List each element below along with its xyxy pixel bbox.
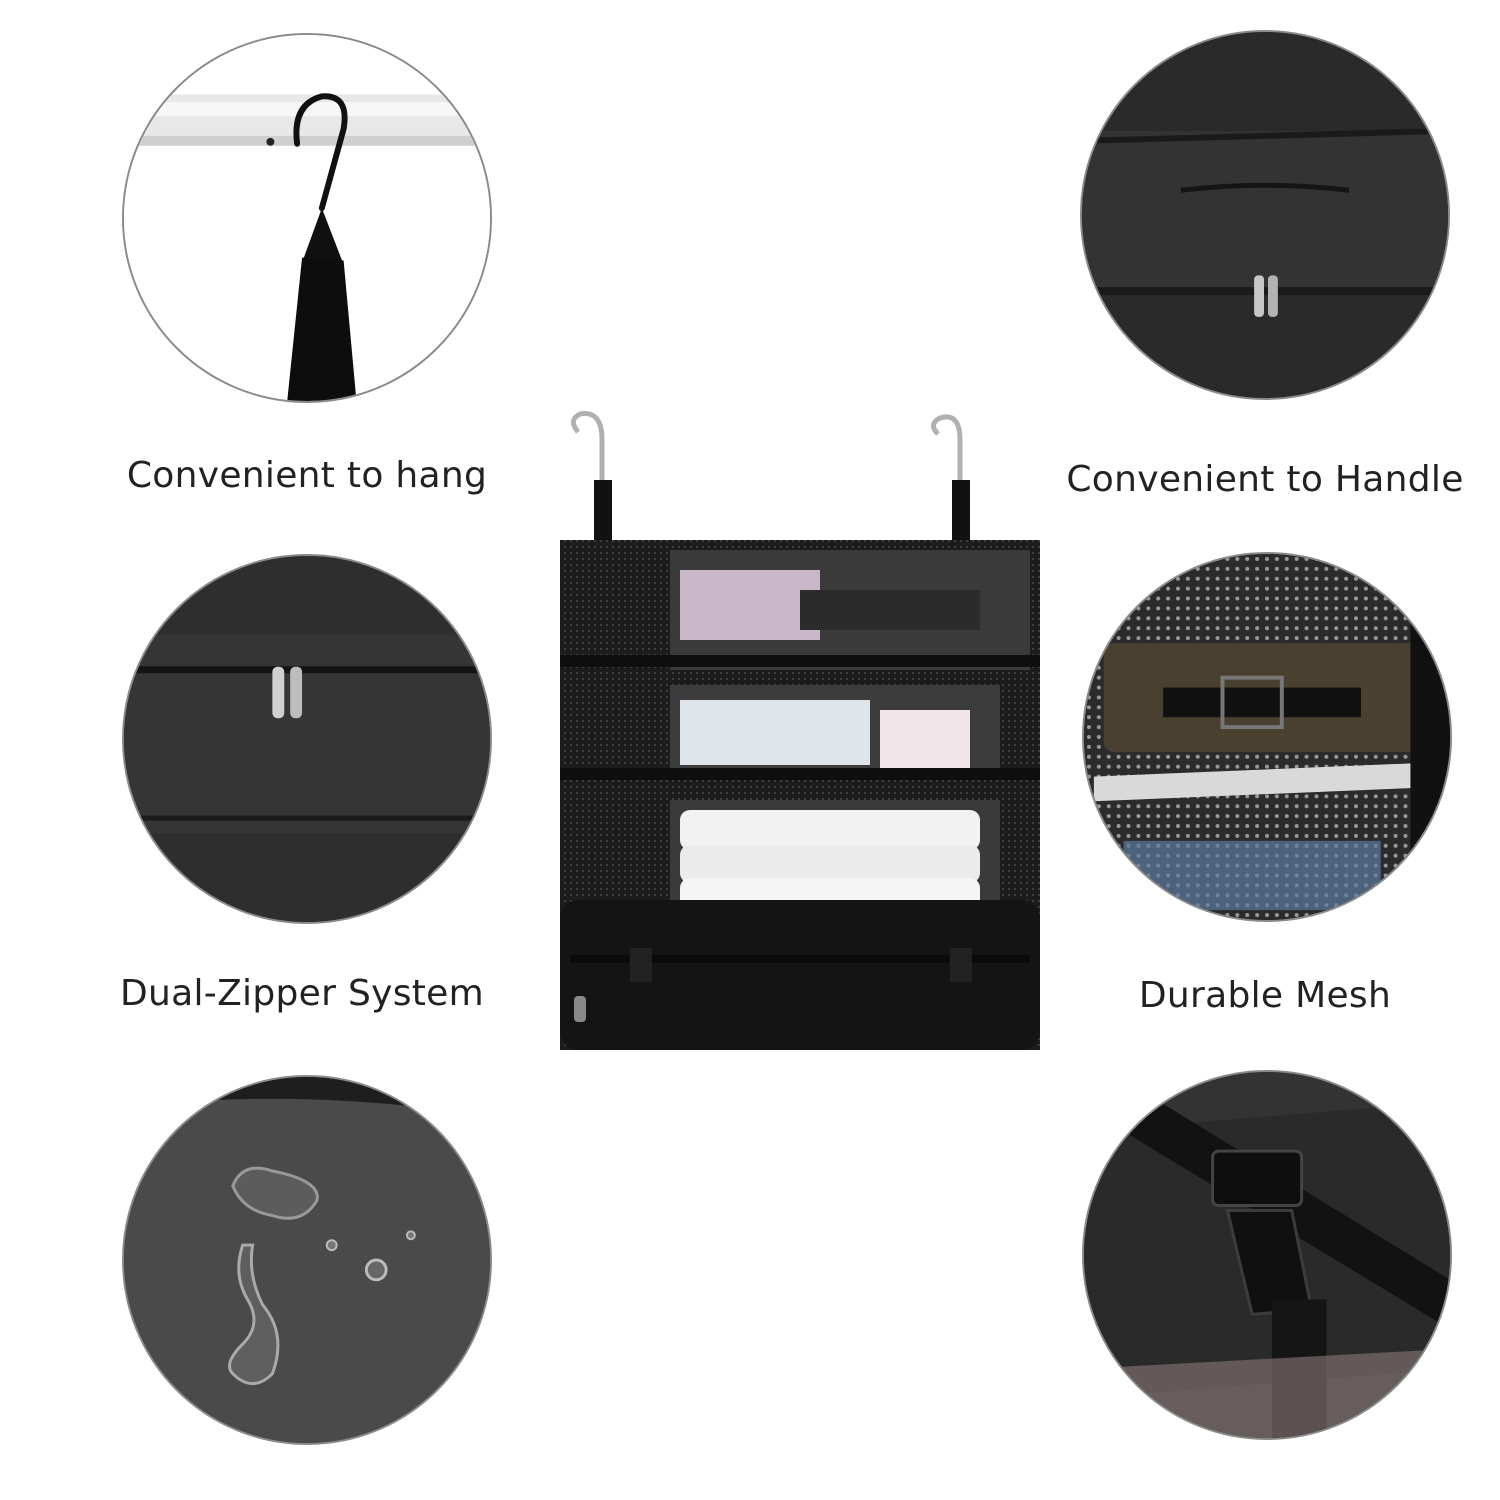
zipper-icon — [272, 666, 303, 719]
hook-icon — [124, 35, 490, 401]
feature-image-mesh — [1082, 552, 1452, 922]
feature-image-hang — [122, 33, 492, 403]
water-drop-icon — [124, 1077, 490, 1443]
mesh-icon — [1084, 554, 1450, 920]
zipper-icon — [1254, 275, 1278, 317]
feature-image-waterproof — [122, 1075, 492, 1445]
dual-zipper-icon — [124, 556, 490, 922]
handle-icon — [1082, 32, 1448, 398]
feature-label-handle: Convenient to Handle — [1066, 459, 1464, 500]
feature-label-mesh: Durable Mesh — [1138, 975, 1392, 1016]
feature-label-zipper: Dual-Zipper System — [120, 973, 484, 1014]
feature-image-buckle — [1082, 1070, 1452, 1440]
product-image-organizer — [550, 400, 1050, 1090]
feature-image-zipper — [122, 554, 492, 924]
feature-image-handle — [1080, 30, 1450, 400]
feature-label-hang: Convenient to hang — [126, 455, 488, 496]
buckle-icon — [1084, 1072, 1450, 1438]
